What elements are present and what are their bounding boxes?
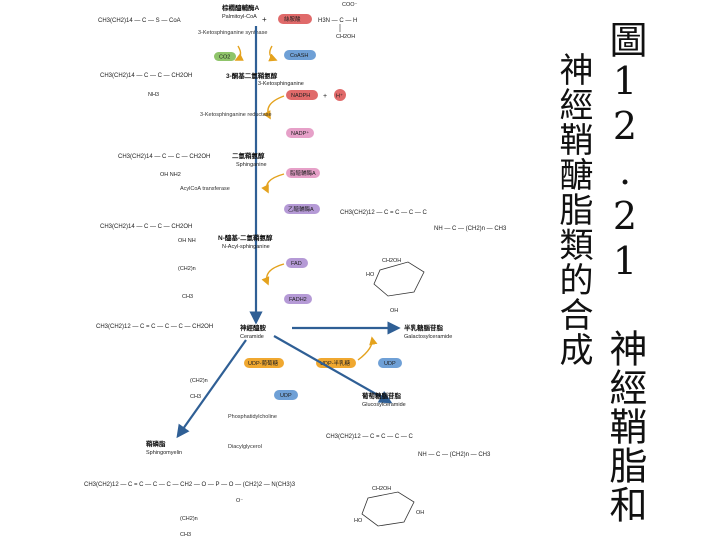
glucosyl-nh-chain: NH — C — (CH2)n — CH3 xyxy=(418,452,491,458)
h-plus-circle xyxy=(334,89,346,101)
galactose-ho: HO xyxy=(366,272,375,278)
udp-glucose-label: UDP-葡萄糖 xyxy=(248,359,278,367)
ketosphinganine-formula: CH3(CH2)14 — C — C — CH2OH xyxy=(100,73,192,79)
palmitoyl-coa-en: Palmitoyl-CoA xyxy=(222,14,257,20)
serine-label: 絲胺酸 xyxy=(284,15,301,23)
glucosyl-arrow xyxy=(273,335,393,404)
reductase-en: 3-Ketosphinganine reductase xyxy=(200,112,272,118)
galactosyl-nh-chain: NH — C — (CH2)n — CH3 xyxy=(434,226,507,232)
udp-pill xyxy=(378,358,402,368)
coa-pill xyxy=(284,204,320,214)
acyl-coa-label: 脂醯輔酶A xyxy=(290,169,316,177)
glucosyl-ch2oh: CH2OH xyxy=(372,486,391,492)
glucose-oh: OH xyxy=(416,510,424,516)
glucose-ho: HO xyxy=(354,518,363,524)
ceramide-ch2n: (CH2)n xyxy=(190,378,208,384)
ketosphinganine-nh3: NH3 xyxy=(148,92,159,98)
ceramide-en: Ceramide xyxy=(240,334,264,340)
figure-title: 圖12.21 神經鞘脂和 xyxy=(603,20,647,524)
glucosyl-formula: CH3(CH2)12 — C = C — C — C xyxy=(326,434,414,440)
phosphatidylcholine-en: Phosphatidylcholine xyxy=(228,414,277,420)
acylsphinganine-oh-nh: OH NH xyxy=(178,238,196,244)
fad-arrow xyxy=(261,263,285,286)
diacylglycerol-en: Diacylglycerol xyxy=(228,444,262,450)
galactose-oh: OH xyxy=(390,308,398,314)
galactosyl-ch2oh: CH2OH xyxy=(382,258,401,264)
ceramide-cn: 神經醯胺 xyxy=(240,323,267,332)
acylsphinganine-cn: N-醯基-二氫鞘氨醇 xyxy=(218,233,273,242)
udp-gal-arrow xyxy=(357,336,378,361)
nadph-label: NADPH xyxy=(291,93,310,99)
udp2-label: UDP xyxy=(280,393,292,399)
acyl-transferase-en: AcylCoA transferase xyxy=(180,186,230,192)
nadph-arrow xyxy=(263,95,285,120)
galactose-ring xyxy=(373,261,425,297)
ketosphinganine-cn: 3-酮基二氫鞘氨醇 xyxy=(226,71,278,80)
palmitoyl-coa-formula: CH3(CH2)14 — C — S — CoA xyxy=(98,18,181,24)
glucosylceramide-cn: 葡萄糖腦苷脂 xyxy=(361,391,402,400)
co2-arrow xyxy=(234,45,244,61)
udp-label: UDP xyxy=(384,361,396,367)
coash-arrow xyxy=(268,45,278,62)
nadp-pill xyxy=(286,128,314,138)
co2-label: CO2 xyxy=(219,55,230,61)
h-plus-label: H⁺ xyxy=(336,93,343,100)
acyl-ch3: CH3 xyxy=(182,294,193,300)
fad-label: FAD xyxy=(291,261,302,267)
sphingomyelin-formula: CH3(CH2)12 — C = C — C — C — CH2 — O — P… xyxy=(84,482,296,488)
sphingomyelin-ch3: CH3 xyxy=(180,532,191,538)
sphingomyelin-arrow xyxy=(176,339,247,439)
figure-subtitle: 神經鞘醣脂類的合成 xyxy=(553,52,593,367)
acylsphinganine-en: N-Acyl-sphinganine xyxy=(222,244,270,250)
acyl-ch2n: (CH2)n xyxy=(178,266,196,272)
coo-minus: COO⁻ xyxy=(342,2,358,8)
coa-label: 乙醯輔酶A xyxy=(288,205,314,213)
galactosylceramide-en: Galactosylceramide xyxy=(404,334,452,340)
acyl-coa-pill xyxy=(286,168,320,178)
nadp-label: NADP⁺ xyxy=(291,130,309,137)
galactosyl-formula: CH3(CH2)12 — C = C — C — C xyxy=(340,210,428,216)
sphingomyelin-o-minus: O⁻ xyxy=(236,498,243,504)
sphingomyelin-ch2n: (CH2)n xyxy=(180,516,198,522)
coash-label: CoASH xyxy=(290,53,308,59)
serine-pill xyxy=(278,14,312,24)
ketosphinganine-en: 3-Ketosphinganine xyxy=(258,81,304,87)
udp2-pill xyxy=(274,390,298,400)
acylsphinganine-formula: CH3(CH2)14 — C — C — CH2OH xyxy=(100,224,192,230)
sphingomyelin-cn: 鞘磷脂 xyxy=(146,439,166,448)
glucose-ring xyxy=(361,491,415,527)
udp-galactose-label: UDP-半乳糖 xyxy=(320,359,350,367)
udp-glucose-pill xyxy=(244,358,284,368)
plus-sign: + xyxy=(262,15,267,24)
fadh2-label: FADH2 xyxy=(289,297,307,303)
ketosphinganine-synthase-en: 3-Ketosphinganine synthase xyxy=(198,30,267,36)
ceramide-ch3: CH3 xyxy=(190,394,201,400)
palmitoyl-coa-cn: 棕櫚醯輔酶A xyxy=(221,3,260,12)
serine-ch2oh: CH2OH xyxy=(336,34,355,40)
nadph-pill xyxy=(286,90,318,100)
fadh2-pill xyxy=(284,294,312,304)
galactosylceramide-cn: 半乳糖腦苷脂 xyxy=(404,323,444,332)
glucosylceramide-en: Glucosylceramide xyxy=(362,402,406,408)
acyl-coa-arrow xyxy=(261,173,285,194)
plus-sign-2: + xyxy=(323,93,327,100)
coash-pill xyxy=(284,50,316,60)
co2-pill xyxy=(214,52,236,61)
sphinganine-formula: CH3(CH2)14 — C — C — CH2OH xyxy=(118,154,210,160)
sphingomyelin-en: Sphingomyelin xyxy=(146,450,182,456)
serine-formula: H3N — C — H xyxy=(318,18,357,24)
fad-pill xyxy=(286,258,308,268)
sphinganine-cn: 二氫鞘氨醇 xyxy=(232,151,265,160)
sphinganine-oh-nh2: OH NH2 xyxy=(160,172,181,178)
ceramide-formula: CH3(CH2)12 — C = C — C — C — CH2OH xyxy=(96,324,213,330)
sphinganine-en: Sphinganine xyxy=(236,162,267,168)
